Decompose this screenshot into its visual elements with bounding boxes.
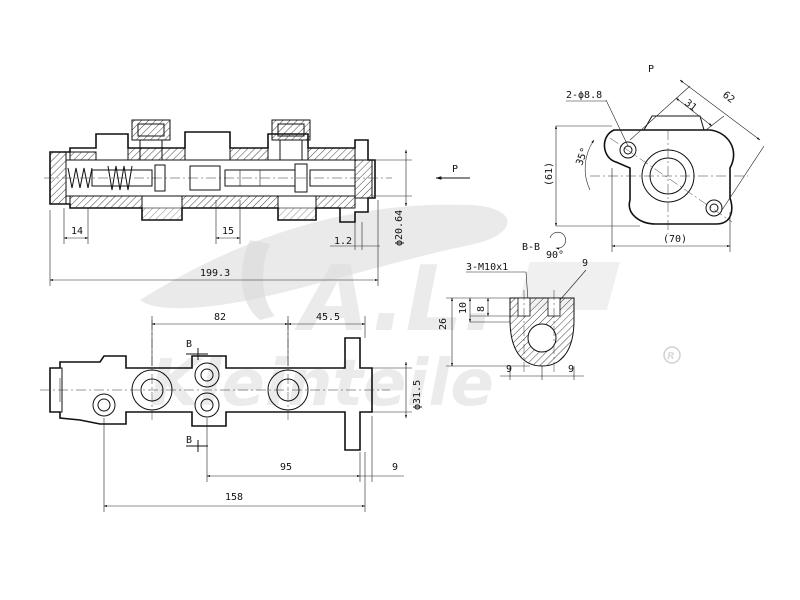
section-dim-8: 8 [476, 306, 487, 312]
section-mark-top: B [186, 339, 192, 350]
flange-dim-61: (61) [544, 162, 555, 186]
flange-view-title: P [648, 64, 654, 75]
section-dim-9-left: 9 [506, 364, 512, 375]
flange-dim-31: 31 [682, 98, 698, 114]
flange-angle: 35° [574, 146, 591, 167]
dim-45-5: 45.5 [316, 312, 340, 323]
side-section-view: 14 15 1.2 ϕ20.64 199.3 P [44, 119, 470, 286]
dim-9-top: 9 [392, 462, 398, 473]
view-arrow-p-label: P [452, 164, 458, 175]
dim-95: 95 [280, 462, 292, 473]
registered-mark-icon [663, 346, 681, 364]
registered-mark: R [667, 351, 675, 362]
flange-dim-62: 62 [720, 90, 736, 106]
section-thread: 3-M10x1 [466, 262, 508, 273]
top-view: 82 45.5 ϕ31.5 B B 95 9 158 [40, 312, 423, 512]
dim-199-3: 199.3 [200, 268, 230, 279]
watermark-brand: A.L. [294, 247, 497, 352]
watermark-text: Kleinteile [150, 347, 494, 421]
section-dim-26: 26 [438, 318, 449, 330]
section-dim-10: 10 [458, 302, 469, 314]
section-rotation: 90° [546, 250, 564, 261]
section-dim-9-right: 9 [568, 364, 574, 375]
section-dim-9-top: 9 [582, 258, 588, 269]
dim-phi-31-5: ϕ31.5 [412, 380, 423, 410]
dim-82: 82 [214, 312, 226, 323]
flange-view-p: P 2-ϕ8.8 31 62 35° (61) [544, 64, 765, 252]
dim-158: 158 [225, 492, 243, 503]
flange-hole-label: 2-ϕ8.8 [566, 90, 602, 101]
dim-phi-20-64: ϕ20.64 [394, 210, 405, 246]
dim-15: 15 [222, 226, 234, 237]
section-mark-bottom: B [186, 435, 192, 446]
dim-1-2: 1.2 [334, 236, 352, 247]
dim-14: 14 [71, 226, 83, 237]
section-title: B-B [522, 242, 540, 253]
flange-dim-70: (70) [663, 234, 687, 245]
section-b-b: B-B 90° 3-M10x1 9 26 10 8 9 9 [438, 231, 588, 380]
watermark: A.L. Kleinteile R [140, 204, 681, 421]
